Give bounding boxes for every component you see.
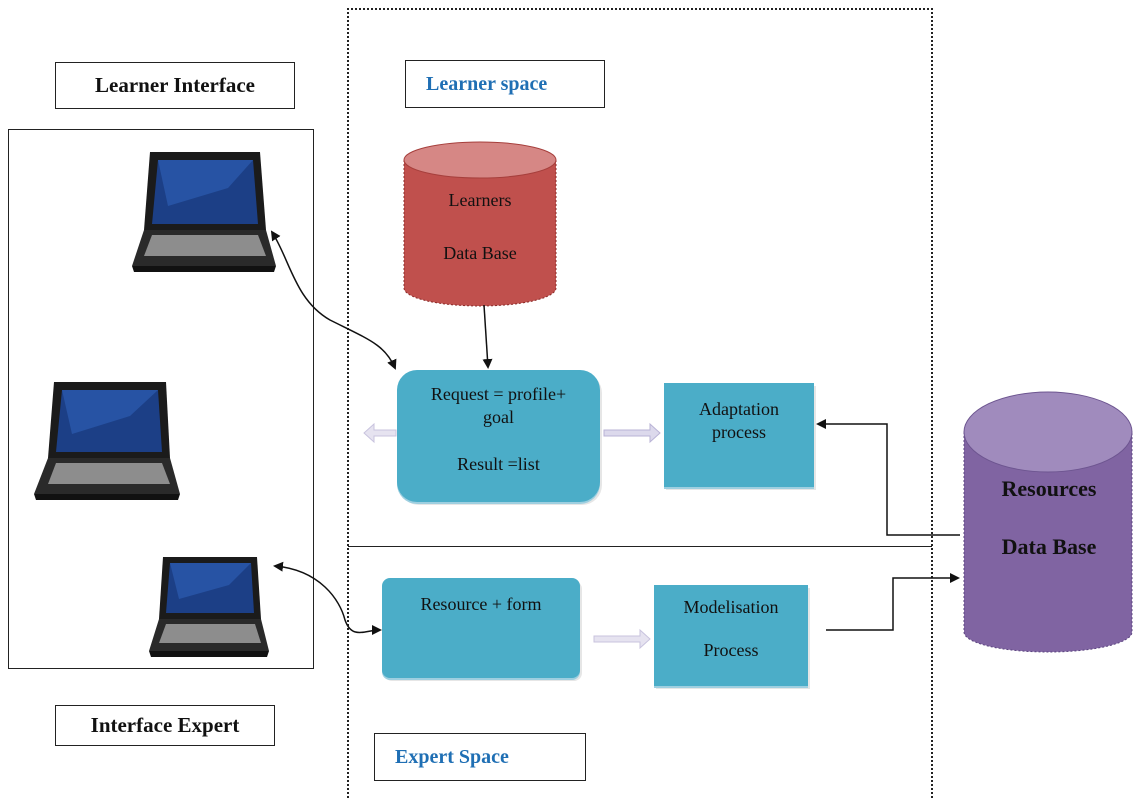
- interface-expert-text: Interface Expert: [90, 713, 240, 737]
- learner-interface-text: Learner Interface: [95, 73, 255, 97]
- laptop-icon: [34, 382, 180, 500]
- resource-form-box: Resource + form: [382, 578, 580, 678]
- modelisation-line2: Process: [703, 640, 759, 660]
- learner-interface-label: Learner Interface: [55, 62, 295, 109]
- learners-db-line2: Data Base: [443, 243, 517, 263]
- resources-db-label-2: Data Base: [965, 534, 1133, 560]
- learner-interface-panel: [8, 129, 314, 669]
- request-line2: goal: [483, 407, 514, 427]
- modelisation-resourcesdb-arrow: [826, 573, 960, 631]
- modelisation-process-box: Modelisation Process: [654, 585, 808, 686]
- resourcesdb-adaptation-arrow: [816, 419, 960, 536]
- adaptation-line2: process: [712, 422, 766, 442]
- request-line3: Result =list: [457, 454, 540, 474]
- laptop-resource-arrow: [273, 561, 382, 636]
- adaptation-process-box: Adaptation process: [664, 383, 814, 487]
- learners-database-cylinder: [403, 141, 557, 307]
- spaces-panel: [347, 8, 933, 798]
- resources-db-label: Resources: [965, 476, 1133, 502]
- laptop-request-arrow: [270, 230, 397, 370]
- learner-space-label: Learner space: [405, 60, 605, 108]
- laptop-icon: [132, 152, 276, 272]
- request-left-arrow: [363, 422, 397, 444]
- adaptation-line1: Adaptation: [699, 399, 779, 419]
- resources-database-cylinder: [963, 391, 1133, 653]
- learnersdb-request-arrow: [482, 304, 493, 369]
- request-adaptation-arrow: [603, 422, 661, 444]
- space-divider-line: [348, 546, 932, 547]
- interface-expert-label: Interface Expert: [55, 705, 275, 746]
- expert-space-text: Expert Space: [395, 745, 509, 768]
- modelisation-line1: Modelisation: [683, 597, 779, 617]
- resource-modelisation-arrow: [593, 628, 651, 650]
- learners-db-line1: Learners: [448, 190, 512, 210]
- learner-space-text: Learner space: [426, 72, 548, 95]
- expert-space-label: Expert Space: [374, 733, 586, 781]
- learners-db-label: Learners: [404, 190, 556, 211]
- request-box: Request = profile+ goal Result =list: [397, 370, 600, 502]
- resources-db-line2: Data Base: [1001, 534, 1097, 559]
- resources-db-line1: Resources: [1001, 476, 1097, 501]
- request-line1: Request = profile+: [430, 384, 567, 404]
- learners-db-label-2: Data Base: [404, 243, 556, 264]
- laptop-icon: [149, 557, 269, 657]
- resource-form-line1: Resource + form: [420, 594, 542, 614]
